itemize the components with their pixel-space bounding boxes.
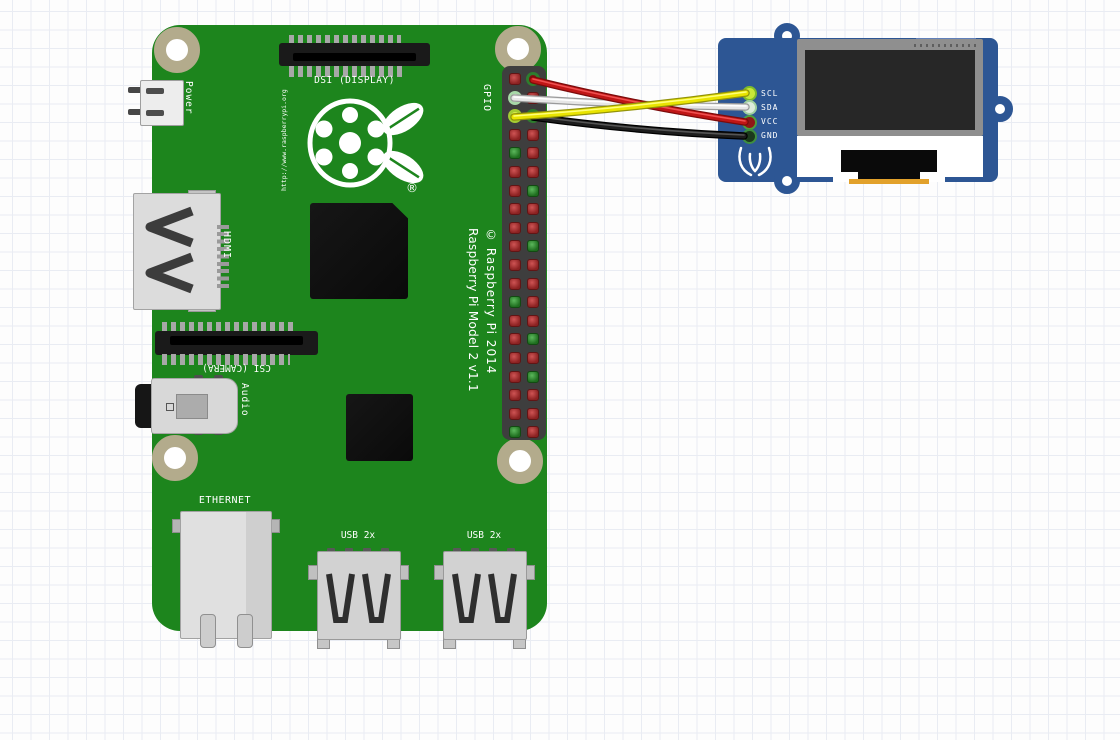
- power-pin-bottom: [128, 109, 144, 115]
- gpio-pin-5L[interactable]: [509, 147, 521, 160]
- gpio-pin-13R[interactable]: [527, 296, 539, 309]
- gpio-pin-10L[interactable]: [509, 240, 521, 253]
- gpio-pin-7R[interactable]: [527, 184, 539, 197]
- gpio-pin-6L[interactable]: [509, 166, 521, 178]
- csi-teeth-bottom: [162, 354, 290, 365]
- gpio-pin-13L[interactable]: [509, 296, 521, 309]
- gpio-pin-9L[interactable]: [509, 221, 521, 234]
- audio-texture: [176, 394, 208, 419]
- hdmi-port-slots: [145, 206, 194, 294]
- wire-yellow-layer1: [511, 90, 749, 120]
- soc-chip: [310, 203, 408, 299]
- gpio-pin-7L[interactable]: [509, 184, 521, 197]
- gpio-pin-14R[interactable]: [527, 314, 539, 327]
- oled-pin-label-sda: SDA: [761, 102, 779, 112]
- gpio-pin-5R[interactable]: [527, 147, 539, 160]
- csi-slot: [170, 336, 303, 345]
- ethernet-leg-left: [200, 614, 216, 648]
- gpio-pin-16L[interactable]: [509, 352, 521, 364]
- usb2-port-slots: [452, 573, 517, 623]
- gpio-pin-14L[interactable]: [509, 314, 521, 327]
- ethernet-leg-right: [237, 614, 253, 648]
- gpio-pin-1L[interactable]: [509, 73, 521, 85]
- pi-copyright-label: © Raspberry Pi 2014: [484, 228, 498, 375]
- oled-pin-label-gnd: GND: [761, 131, 779, 141]
- audio-barrel: [135, 384, 153, 428]
- gpio-pin-15R[interactable]: [527, 333, 539, 346]
- power-contact-top: [146, 88, 164, 94]
- usb1-label: USB 2x: [340, 530, 376, 541]
- dsi-teeth-bottom: [289, 66, 404, 77]
- oled-flex-cable: [841, 150, 937, 172]
- gpio-pin-17R[interactable]: [527, 370, 539, 383]
- audio-detail-square: [166, 403, 174, 411]
- gpio-pin-12L[interactable]: [509, 277, 521, 290]
- gpio-pin-6R[interactable]: [527, 166, 539, 178]
- power-label: Power: [183, 81, 194, 115]
- gpio-pin-20R[interactable]: [527, 426, 539, 439]
- registered-mark: ®: [406, 181, 418, 194]
- oled-mount-tab-right: [987, 96, 1013, 122]
- wire-black-layer2: [532, 115, 745, 136]
- oled-gold-contact: [849, 179, 929, 184]
- gpio-label: GPIO: [481, 84, 492, 113]
- gpio-pin-11R[interactable]: [527, 259, 539, 271]
- wire-black-layer1: [530, 114, 747, 139]
- gpio-pin-11L[interactable]: [509, 259, 521, 271]
- usb1-port-slots: [326, 573, 391, 623]
- gpio-pin-18R[interactable]: [527, 389, 539, 402]
- dsi-teeth-top: [289, 35, 401, 44]
- gpio-pin-15L[interactable]: [509, 333, 521, 346]
- oled-bezel-dots: [914, 44, 976, 47]
- gpio-pin-9R[interactable]: [527, 221, 539, 234]
- ethernet-connector: [180, 511, 272, 639]
- csi-teeth-top: [162, 322, 293, 332]
- gpio-pin-17L[interactable]: [509, 370, 521, 383]
- wire-yellow-layer2: [513, 91, 747, 117]
- gpio-pin-19L[interactable]: [509, 407, 521, 420]
- usb-controller-chip: [346, 394, 413, 461]
- pi-mount-hole-top-right: [495, 26, 541, 72]
- hdmi-teeth: [217, 224, 229, 288]
- oled-screen: [805, 50, 975, 130]
- gpio-pin-8R[interactable]: [527, 203, 539, 216]
- seeed-logo: [738, 146, 772, 177]
- gpio-pin-8L[interactable]: [509, 203, 521, 216]
- gpio-pin-19R[interactable]: [527, 407, 539, 420]
- audio-label: Audio: [239, 383, 250, 417]
- hdmi-label: HDMI: [221, 231, 232, 260]
- pi-mount-hole-bottom-right: [497, 438, 543, 484]
- usb2-label: USB 2x: [466, 530, 502, 541]
- oled-pin-label-vcc: VCC: [761, 117, 779, 127]
- gpio-pin-4R[interactable]: [527, 128, 539, 141]
- ethernet-label: ETHERNET: [198, 495, 252, 506]
- pi-mount-hole-top-left: [154, 27, 200, 73]
- power-connector: [140, 80, 184, 126]
- power-pin-top: [128, 87, 144, 93]
- oled-flex-tab: [858, 171, 920, 180]
- gpio-pin-12R[interactable]: [527, 277, 539, 290]
- gpio-pin-20L[interactable]: [509, 426, 521, 439]
- oled-pin-label-scl: SCL: [761, 88, 779, 98]
- power-contact-bottom: [146, 110, 164, 116]
- gpio-pin-18L[interactable]: [509, 389, 521, 402]
- pi-model-label: Raspberry Pi Model 2 v1.1: [466, 228, 480, 392]
- gpio-pin-10R[interactable]: [527, 240, 539, 253]
- dsi-label: DSI (DISPLAY): [314, 75, 395, 86]
- gpio-pin-16R[interactable]: [527, 352, 539, 364]
- dsi-slot: [293, 53, 416, 61]
- gpio-pin-4L[interactable]: [509, 128, 521, 141]
- raspberry-pi-logo: ®: [307, 98, 424, 194]
- oled-mount-tab-bottom: [774, 168, 800, 194]
